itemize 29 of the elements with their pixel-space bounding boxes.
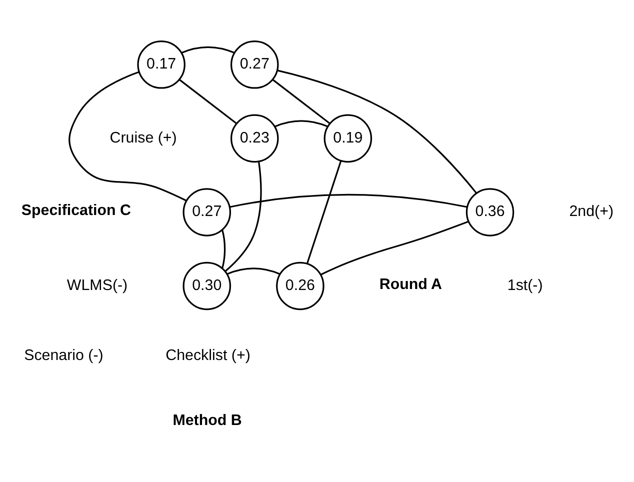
connector [227, 267, 280, 274]
connector [181, 46, 235, 54]
node-circle: 0.27 [182, 188, 232, 236]
label: Scenario (-) [24, 346, 104, 364]
node-circle: 0.17 [137, 40, 186, 88]
node-circle: 0.26 [276, 261, 324, 310]
connector [230, 193, 468, 208]
label: Checklist (+) [166, 346, 250, 364]
node-circle: 0.36 [466, 188, 514, 236]
connector [306, 160, 342, 264]
connector [221, 229, 226, 268]
label: 1st(-) [507, 276, 543, 294]
connector [277, 69, 478, 194]
connector [68, 70, 187, 201]
connector [274, 120, 328, 127]
label: Round A [379, 275, 442, 292]
label: 2nd(+) [569, 202, 614, 220]
label: Cruise (+) [110, 128, 177, 146]
node-circle: 0.19 [324, 114, 372, 162]
label: Method B [172, 412, 242, 429]
label: Specification C [21, 202, 131, 219]
connector [178, 78, 237, 124]
connector [272, 78, 330, 124]
node-circle: 0.27 [230, 40, 279, 88]
node-circle: 0.23 [230, 114, 279, 162]
connector [224, 161, 262, 272]
label: WLMS(-) [66, 276, 128, 294]
connector [320, 220, 469, 275]
node-circle: 0.30 [182, 261, 232, 310]
